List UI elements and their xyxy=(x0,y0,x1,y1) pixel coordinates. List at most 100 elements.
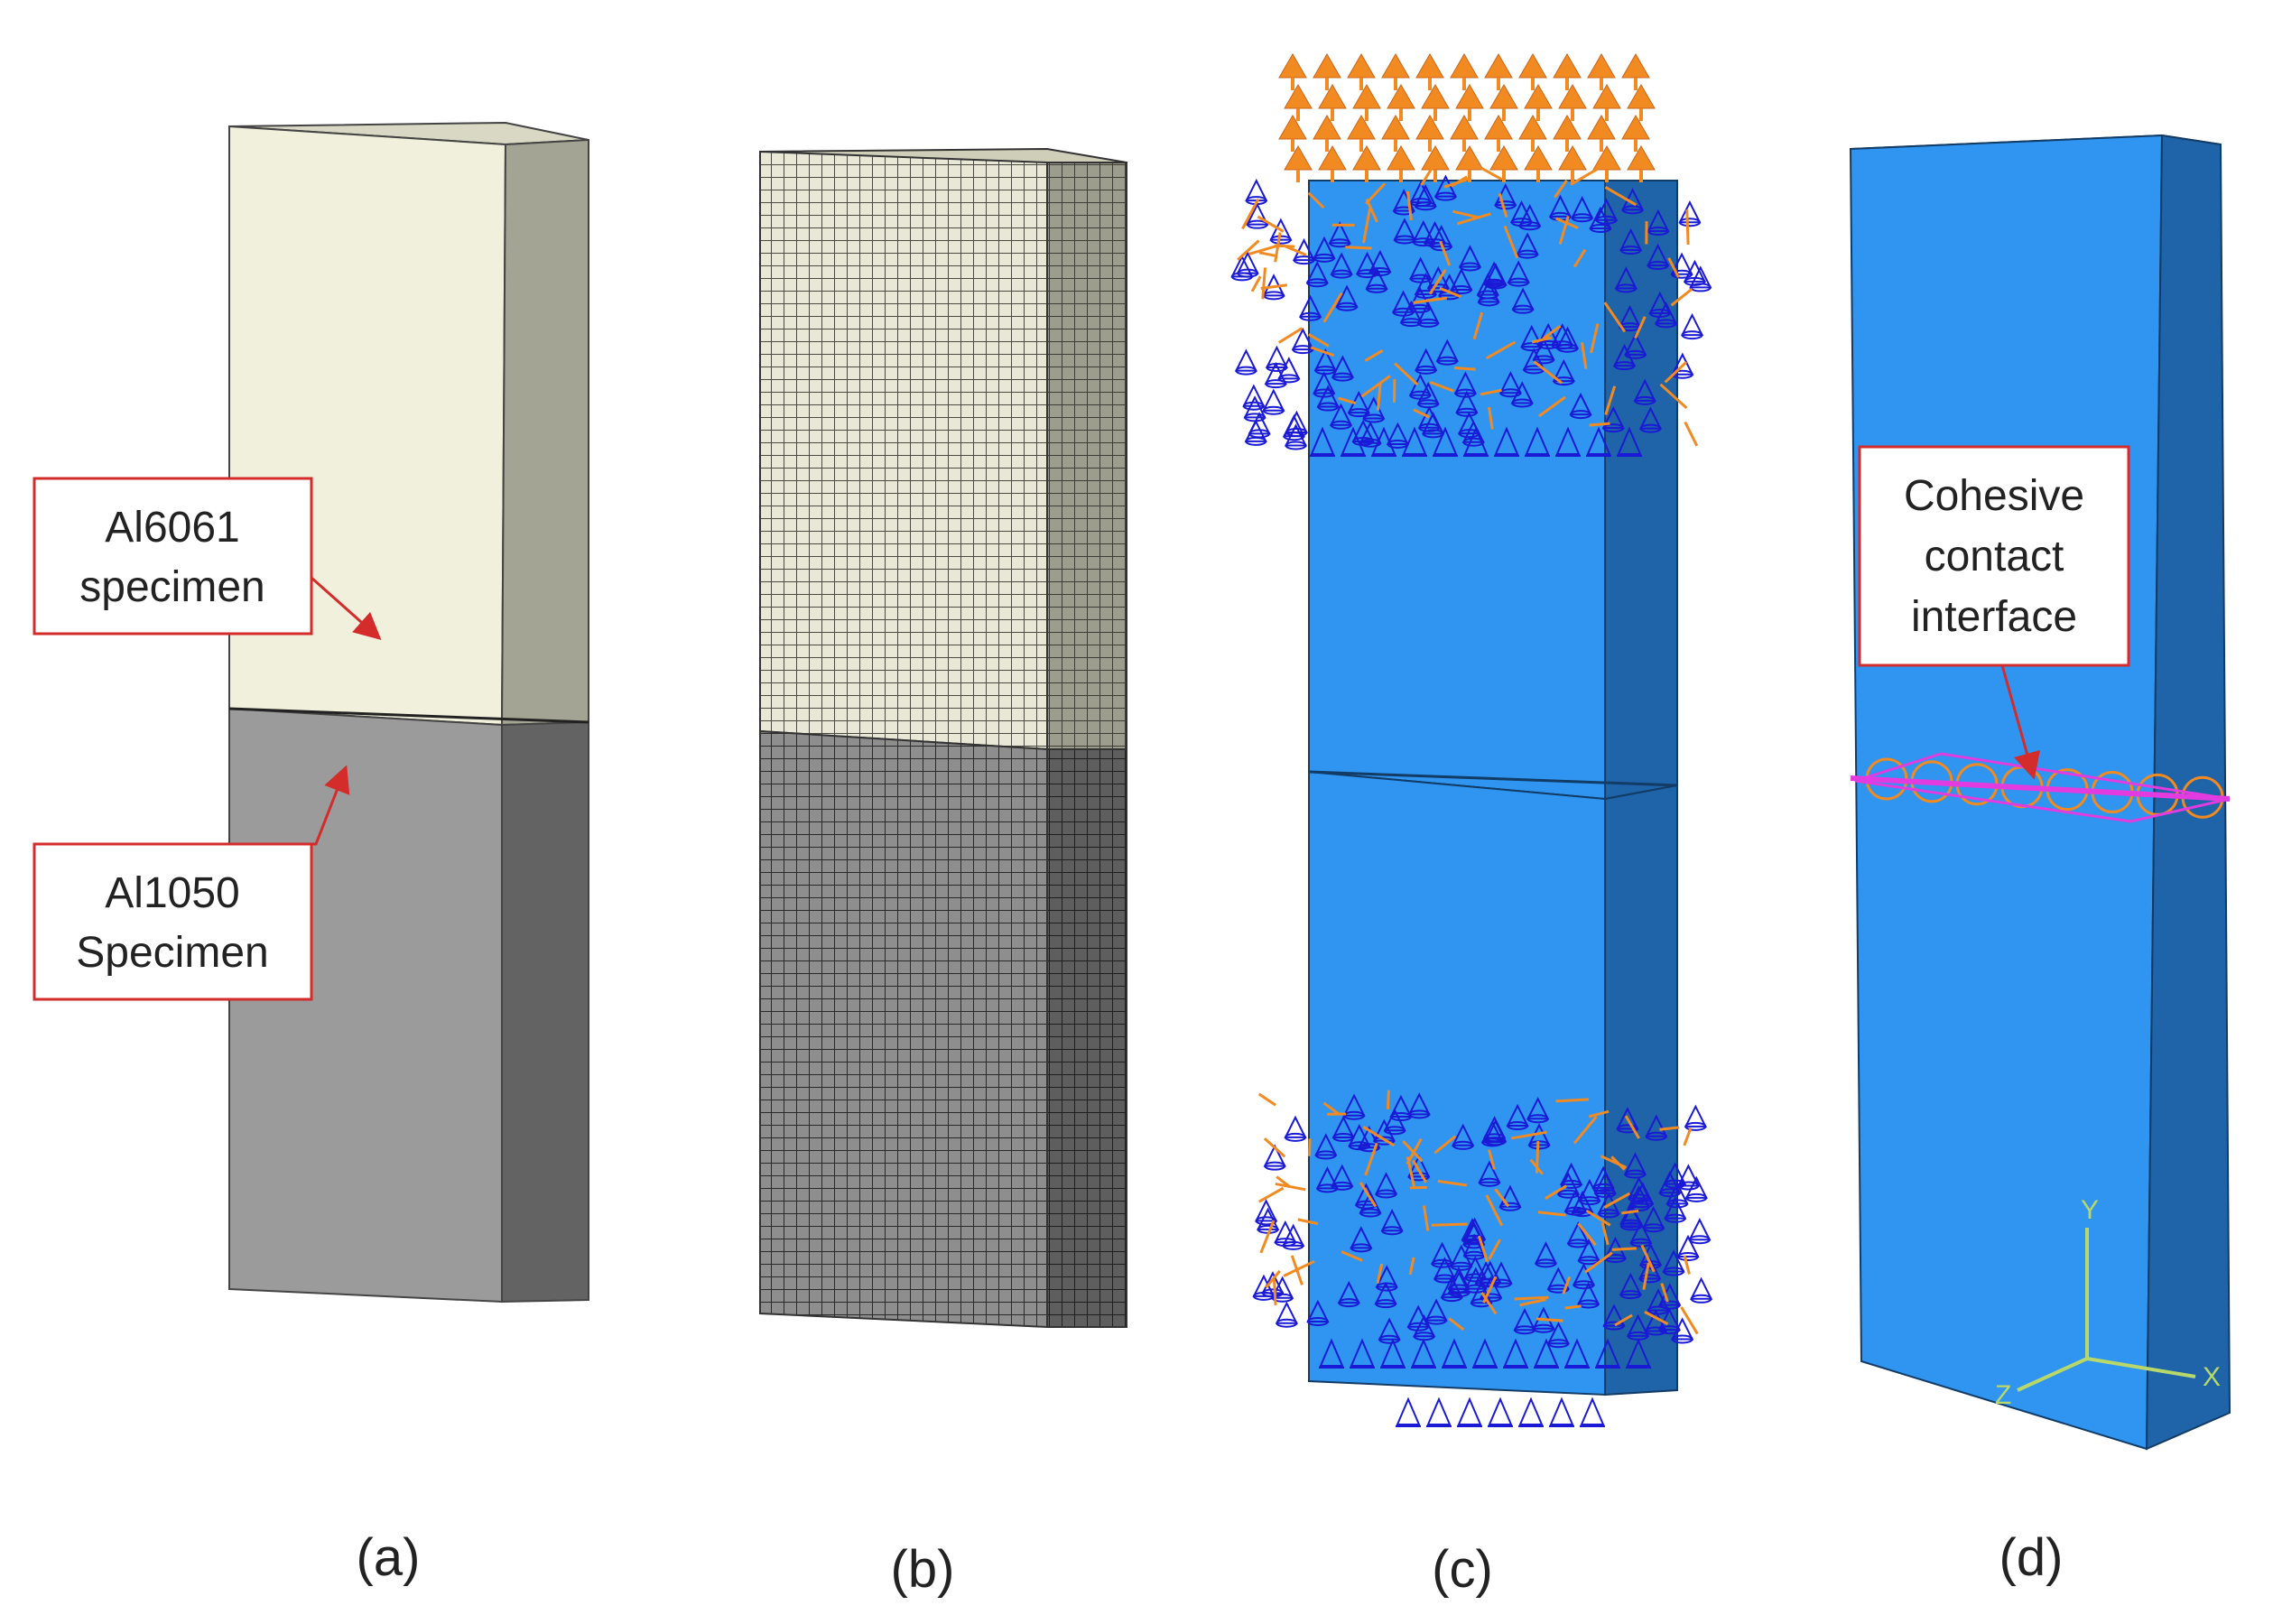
bc-arrow-stroke xyxy=(1238,240,1258,259)
load-arrow xyxy=(1519,54,1546,90)
cohesive-callout-line1: Cohesive xyxy=(1904,472,2084,520)
bc-arrow-stroke xyxy=(1279,329,1303,343)
al1050-side-face xyxy=(502,722,589,1302)
bc-symbol xyxy=(1266,348,1286,371)
caption-d: (d) xyxy=(1999,1528,2064,1587)
load-arrow xyxy=(1279,116,1306,152)
bc-arrow-stroke xyxy=(1590,423,1610,425)
fe-upper-front xyxy=(1309,181,1605,799)
load-arrow xyxy=(1490,146,1517,182)
load-arrow xyxy=(1519,116,1546,152)
bc-arrow-stroke xyxy=(1345,247,1371,248)
bc-symbol xyxy=(1236,351,1256,375)
bc-symbol xyxy=(1285,1118,1305,1141)
axis-z-label: Z xyxy=(1995,1380,2011,1410)
axis-y-label: Y xyxy=(2081,1195,2099,1225)
load-arrow xyxy=(1348,116,1375,152)
load-arrow xyxy=(1319,85,1346,121)
load-arrow xyxy=(1353,146,1380,182)
load-arrow xyxy=(1416,116,1443,152)
load-arrow xyxy=(1416,54,1443,90)
bc-arrow-stroke xyxy=(1265,1138,1285,1156)
support-symbol xyxy=(1396,1399,1421,1426)
load-arrow xyxy=(1382,116,1409,152)
fe-upper-side xyxy=(1605,181,1677,799)
bc-arrow-stroke xyxy=(1454,367,1475,369)
mesh-al1050-side xyxy=(1047,749,1127,1327)
load-arrow xyxy=(1525,146,1552,182)
panel-a: Al6061 specimen Al1050 Specimen (a) xyxy=(34,123,589,1587)
support-symbol xyxy=(1488,1399,1513,1426)
axis-x-label: X xyxy=(2203,1362,2221,1392)
load-arrow xyxy=(1285,85,1312,121)
fe-lower-side xyxy=(1605,785,1677,1395)
support-symbol xyxy=(1426,1399,1452,1426)
bc-symbol xyxy=(1232,256,1252,280)
bc-arrow-stroke xyxy=(1536,1319,1563,1321)
bc-symbol xyxy=(1276,1304,1296,1327)
load-arrow xyxy=(1588,54,1615,90)
bc-arrow-stroke xyxy=(1259,253,1277,256)
al1050-callout-line1: Al1050 xyxy=(105,869,239,917)
load-arrow xyxy=(1382,54,1409,90)
load-arrow xyxy=(1525,85,1552,121)
load-arrow xyxy=(1313,116,1341,152)
load-arrow xyxy=(1285,146,1312,182)
load-arrow xyxy=(1456,85,1483,121)
bc-symbol xyxy=(1680,202,1700,226)
support-symbol xyxy=(1549,1399,1574,1426)
load-arrow xyxy=(1456,146,1483,182)
bc-arrow-stroke xyxy=(1286,246,1306,255)
load-arrow xyxy=(1593,146,1620,182)
load-arrow xyxy=(1279,54,1306,90)
load-arrow xyxy=(1593,85,1620,121)
panel-b: (b) xyxy=(760,149,1127,1599)
al6061-side-face xyxy=(502,140,589,725)
al1050-callout-line2: Specimen xyxy=(76,929,268,977)
load-arrow xyxy=(1387,85,1415,121)
bc-symbol xyxy=(1271,220,1291,244)
cohesive-callout-line3: interface xyxy=(1911,593,2077,641)
bc-arrow-stroke xyxy=(1612,1248,1637,1250)
bc-arrow-stroke xyxy=(1259,1188,1284,1202)
bc-arrow-stroke xyxy=(1309,1138,1310,1155)
al6061-callout-line1: Al6061 xyxy=(105,504,239,552)
bc-arrow-stroke xyxy=(1684,1128,1691,1145)
bc-symbol xyxy=(1264,391,1284,414)
load-arrow xyxy=(1451,116,1478,152)
bc-arrow-stroke xyxy=(1685,422,1697,446)
load-arrow xyxy=(1485,54,1512,90)
load-arrow xyxy=(1622,54,1649,90)
bc-symbol xyxy=(1265,1146,1285,1170)
load-arrow xyxy=(1588,116,1615,152)
bc-arrow-stroke xyxy=(1274,1279,1276,1305)
caption-b: (b) xyxy=(891,1540,955,1599)
load-arrow xyxy=(1313,54,1341,90)
bc-arrow-stroke xyxy=(1432,1224,1468,1225)
bc-symbol xyxy=(1683,315,1702,339)
load-arrow-field xyxy=(1279,54,1655,182)
bc-arrow-stroke xyxy=(1536,1141,1537,1174)
load-arrow xyxy=(1622,116,1649,152)
load-arrow xyxy=(1451,54,1478,90)
bc-symbol xyxy=(1690,1220,1710,1243)
mesh-al6061-front xyxy=(760,152,1047,749)
caption-c: (c) xyxy=(1432,1540,1493,1599)
mesh-al6061-side xyxy=(1047,162,1127,749)
load-arrow xyxy=(1485,116,1512,152)
load-arrow xyxy=(1319,146,1346,182)
load-arrow xyxy=(1628,146,1655,182)
load-arrow xyxy=(1348,54,1375,90)
bc-arrow-stroke xyxy=(1684,1256,1689,1275)
bc-arrow-stroke xyxy=(1555,1100,1589,1101)
caption-a: (a) xyxy=(357,1528,421,1587)
load-arrow xyxy=(1422,85,1449,121)
support-symbol xyxy=(1457,1399,1482,1426)
bc-arrow-stroke xyxy=(1252,276,1260,292)
load-arrow xyxy=(1628,85,1655,121)
panel-c: (c) xyxy=(1232,54,1712,1599)
support-symbol xyxy=(1518,1399,1544,1426)
bc-arrow-stroke xyxy=(1387,1090,1388,1109)
